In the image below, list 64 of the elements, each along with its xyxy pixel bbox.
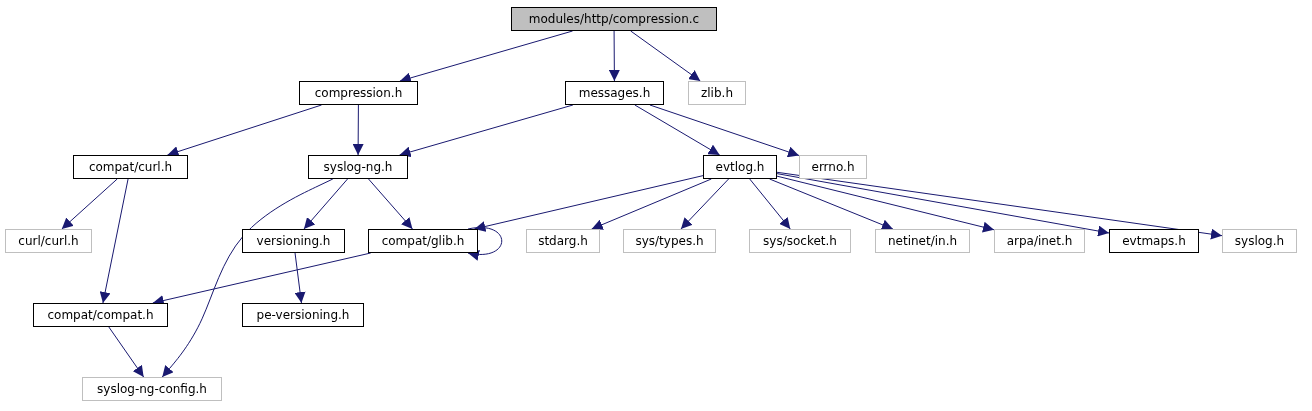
arrow (473, 175, 704, 232)
arrow (368, 178, 413, 230)
header-file-box (703, 155, 777, 179)
header-file-box (623, 229, 716, 253)
arrow (634, 104, 721, 156)
arrow (166, 104, 323, 157)
file-name: compression.h (314, 86, 403, 100)
header-file-box (565, 81, 664, 105)
arrow (749, 178, 791, 230)
arrow (352, 104, 364, 156)
file-name: syslog-ng-config.h (97, 382, 207, 396)
file-name: syslog.h (1234, 234, 1285, 248)
arrow (294, 252, 306, 304)
arrow (776, 175, 995, 233)
header-file-box (242, 229, 345, 253)
file-name: sys/types.h (635, 234, 704, 248)
file-name: modules/http/compression.c (528, 12, 700, 26)
arrow (99, 178, 129, 304)
arrow (108, 326, 145, 378)
file-name: evtmaps.h (1122, 234, 1186, 248)
arrow (303, 178, 349, 230)
header-file-box (5, 229, 92, 253)
arrow (399, 104, 574, 158)
arrow (591, 178, 712, 230)
file-name: arpa/inet.h (1006, 234, 1073, 248)
file-name: compat/compat.h (47, 308, 154, 322)
arrow (467, 227, 503, 260)
file-name: compat/curl.h (88, 160, 173, 174)
header-file-box (308, 155, 408, 179)
header-file-box (994, 229, 1085, 253)
header-file-box (1109, 229, 1199, 253)
file-name: sys/socket.h (763, 234, 837, 248)
header-file-box (875, 229, 970, 253)
header-file-box (299, 81, 418, 105)
file-name: syslog-ng.h (323, 160, 393, 174)
file-name: stdarg.h (538, 234, 588, 248)
file-name: messages.h (578, 86, 651, 100)
file-name: versioning.h (256, 234, 331, 248)
header-file-box (368, 229, 478, 253)
header-file-box (688, 81, 746, 105)
arrow (61, 178, 118, 230)
file-name: compat/glib.h (381, 234, 465, 248)
header-file-box (82, 377, 222, 401)
file-name: zlib.h (701, 86, 733, 100)
file-name: errno.h (811, 160, 855, 174)
arrow (630, 30, 701, 82)
header-file-box (1222, 229, 1297, 253)
header-file-box (526, 229, 600, 253)
arrow (649, 104, 800, 158)
arrow (680, 178, 730, 230)
file-name: netinet/in.h (887, 234, 958, 248)
arrow (161, 178, 334, 378)
header-file-box (799, 155, 867, 179)
header-file-box (242, 303, 364, 327)
file-name: evtlog.h (715, 160, 765, 174)
file-name: pe-versioning.h (256, 308, 350, 322)
header-file-box (33, 303, 168, 327)
file-name: curl/curl.h (18, 234, 79, 248)
source-file-box (511, 7, 717, 31)
arrow (608, 30, 620, 82)
header-file-box (73, 155, 188, 179)
arrow (769, 178, 894, 230)
arrow (776, 171, 1223, 240)
header-file-box (749, 229, 851, 253)
